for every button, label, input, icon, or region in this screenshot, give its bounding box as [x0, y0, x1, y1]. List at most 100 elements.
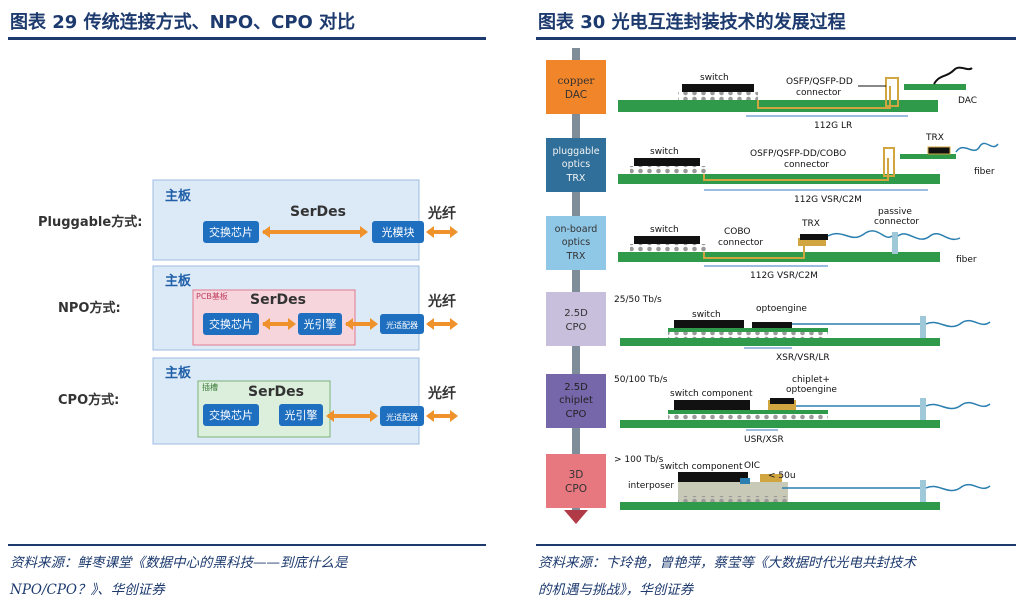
svg-text:OSFP/QSFP-DD/COBO: OSFP/QSFP-DD/COBO — [750, 149, 846, 159]
svg-text:CPO: CPO — [565, 483, 587, 495]
svg-text:connector: connector — [784, 160, 829, 170]
right-source-line2: 的机遇与挑战》，华创证券 — [538, 582, 694, 598]
stage6-diagram: > 100 Tb/s switch component OIC < 50u in… — [614, 455, 991, 510]
left-source-rule — [8, 544, 486, 546]
switch-chip-label: 交换芯片 — [209, 408, 253, 422]
stage-box-copper-dac: copper DAC — [546, 60, 606, 114]
svg-text:50/100 Tb/s: 50/100 Tb/s — [614, 375, 668, 385]
svg-text:> 100 Tb/s: > 100 Tb/s — [614, 455, 664, 465]
left-source-line1: 资料来源：鲜枣课堂《数据中心的黑科技——到底什么是 — [10, 555, 348, 571]
fiber-label: 光纤 — [427, 385, 456, 402]
stage2-diagram: switch OSFP/QSFP-DD/COBO connector TRX f… — [618, 133, 999, 205]
svg-text:DAC: DAC — [958, 96, 977, 106]
svg-text:on-board: on-board — [555, 224, 598, 235]
light-engine-label: 光引擎 — [304, 317, 337, 331]
substrate-label: 插槽 — [202, 382, 218, 392]
timeline-arrowhead — [564, 510, 588, 524]
svg-text:switch component: switch component — [670, 389, 753, 399]
stage-box-3d-cpo: 3D CPO — [546, 454, 606, 508]
optical-adapter-box — [380, 314, 424, 334]
svg-text:switch: switch — [692, 310, 721, 320]
svg-text:switch: switch — [650, 147, 679, 157]
row-label-npo: NPO方式: — [58, 300, 121, 316]
fiber-label: 光纤 — [427, 205, 456, 222]
stage5-diagram: 50/100 Tb/s switch component chiplet+ op… — [614, 375, 991, 445]
svg-text:copper: copper — [558, 75, 596, 87]
svg-text:USR/XSR: USR/XSR — [744, 435, 784, 445]
svg-text:2.5D: 2.5D — [564, 382, 588, 393]
svg-text:connector: connector — [718, 238, 763, 248]
switch-chip-box — [203, 404, 259, 426]
left-title-rule — [8, 37, 486, 40]
serdes-label: SerDes — [248, 384, 304, 400]
serdes-label: SerDes — [250, 292, 306, 308]
stage4-diagram: 25/50 Tb/s switch optoengine XSR/VSR/LR — [614, 295, 991, 363]
optical-module-box — [372, 221, 424, 243]
row-label-pluggable: Pluggable方式: — [38, 214, 142, 230]
stage-box-2.5d-cpo: 2.5D CPO — [546, 292, 606, 346]
stage-box-on-board-optics: on-board optics TRX — [546, 216, 606, 270]
svg-text:XSR/VSR/LR: XSR/VSR/LR — [776, 353, 830, 363]
svg-text:optoengine: optoengine — [756, 304, 807, 314]
switch-chip-box — [203, 221, 259, 243]
svg-text:fiber: fiber — [974, 167, 995, 177]
svg-text:OIC: OIC — [744, 461, 760, 471]
left-figure-panel: 图表 29 传统连接方式、NPO、CPO 对比 Pluggable方式: 主板 … — [0, 0, 490, 610]
fiber-label: 光纤 — [427, 293, 456, 310]
stage-box-pluggable-optics: pluggable optics TRX — [546, 138, 606, 192]
row-label-cpo: CPO方式: — [58, 392, 119, 408]
light-engine-box — [298, 313, 342, 335]
svg-text:TRX: TRX — [566, 173, 586, 184]
svg-text:< 50u: < 50u — [768, 471, 796, 481]
right-title-rule — [536, 37, 1016, 40]
svg-text:fiber: fiber — [956, 255, 977, 265]
svg-text:chiplet+: chiplet+ — [792, 375, 830, 385]
svg-text:112G LR: 112G LR — [814, 121, 852, 131]
svg-text:switch: switch — [700, 73, 729, 83]
substrate-label: PCB基板 — [196, 291, 228, 301]
mainboard-label: 主板 — [165, 365, 192, 381]
svg-text:chiplet: chiplet — [559, 395, 593, 406]
svg-text:CPO: CPO — [566, 409, 587, 420]
svg-text:passive: passive — [878, 207, 912, 217]
switch-chip-label: 交换芯片 — [209, 225, 253, 239]
left-source-line2: NPO/CPO？》、华创证券 — [10, 582, 165, 598]
svg-text:25/50 Tb/s: 25/50 Tb/s — [614, 295, 662, 305]
svg-text:connector: connector — [796, 88, 841, 98]
left-figure-title: 图表 29 传统连接方式、NPO、CPO 对比 — [10, 12, 356, 33]
svg-text:112G VSR/C2M: 112G VSR/C2M — [794, 195, 862, 205]
svg-text:DAC: DAC — [565, 89, 587, 101]
right-figure-title: 图表 30 光电互连封装技术的发展过程 — [538, 12, 846, 33]
connection-comparison-diagram: Pluggable方式: 主板 SerDes 交换芯片 光模块 光纤 NPO方式… — [38, 179, 458, 445]
svg-text:optics: optics — [562, 159, 590, 170]
switch-chip-box — [203, 313, 259, 335]
serdes-label: SerDes — [290, 204, 346, 220]
svg-text:OSFP/QSFP-DD: OSFP/QSFP-DD — [786, 77, 853, 87]
mainboard-pluggable — [152, 179, 420, 261]
right-source-rule — [536, 544, 1016, 546]
svg-text:pluggable: pluggable — [552, 146, 599, 157]
packaging-evolution-diagram: copper DAC pluggable optics TRX on-board… — [546, 48, 999, 524]
svg-text:COBO: COBO — [724, 227, 750, 237]
light-engine-label: 光引擎 — [285, 408, 318, 422]
mainboard-label: 主板 — [165, 273, 192, 289]
optical-adapter-label: 光适配器 — [386, 320, 418, 330]
stage-box-2.5d-chiplet-cpo: 2.5D chiplet CPO — [546, 374, 606, 428]
stage1-diagram: switch OSFP/QSFP-DD connector DAC 112G L… — [618, 66, 977, 131]
svg-text:3D: 3D — [569, 469, 584, 481]
svg-text:optics: optics — [562, 237, 590, 248]
mainboard-label: 主板 — [165, 188, 192, 204]
svg-text:TRX: TRX — [925, 133, 944, 143]
svg-text:optoengine: optoengine — [786, 385, 837, 395]
svg-text:switch: switch — [650, 225, 679, 235]
svg-text:CPO: CPO — [566, 322, 587, 333]
svg-text:switch component: switch component — [660, 462, 743, 472]
right-figure-panel: 图表 30 光电互连封装技术的发展过程 copper DAC pluggable… — [528, 0, 1028, 610]
optical-adapter-label: 光适配器 — [386, 412, 418, 422]
stage3-diagram: switch COBO connector TRX passive connec… — [618, 207, 977, 281]
timeline-bar — [572, 48, 580, 514]
optical-module-label: 光模块 — [382, 225, 415, 239]
svg-text:connector: connector — [874, 217, 919, 227]
svg-text:TRX: TRX — [801, 219, 820, 229]
optical-adapter-box — [380, 406, 424, 426]
